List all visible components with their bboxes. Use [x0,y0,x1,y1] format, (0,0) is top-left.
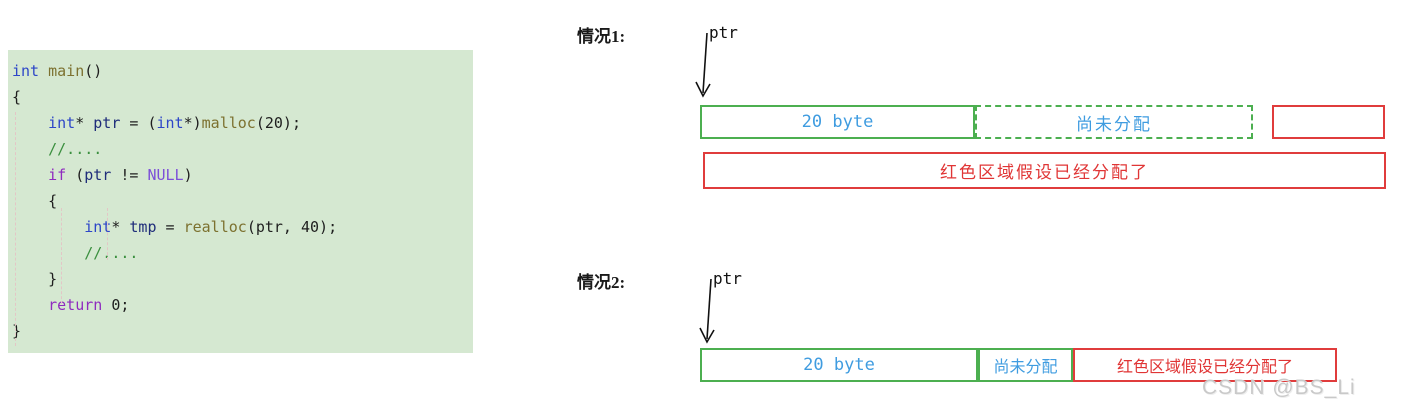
scenario1-down-arrow-icon [695,32,711,98]
unallocated-box-label: 尚未分配 [1076,114,1152,134]
code-line: return 0; [48,296,130,314]
scenario2-down-arrow-icon [699,278,715,344]
code-line: if (ptr != NULL) [48,166,193,184]
code-line: int* tmp = realloc(ptr, 40); [84,218,338,236]
allocated-box-label: 20 byte [801,112,874,132]
csdn-watermark: CSDN @BS_Li [1202,376,1356,399]
indent-guide [61,208,62,304]
code-line: //.... [12,244,139,262]
red-note-label: 红色区域假设已经分配了 [940,163,1149,182]
scenario2-title: 情况2: [577,273,626,292]
red-box-label: 红色区域假设已经分配了 [1116,359,1293,376]
code-block: int main() { int* ptr = (int*)malloc(20);… [8,50,473,353]
code-line: int main() [12,62,103,80]
scenario2-allocated-box: 20 byte [700,348,978,382]
unallocated-box-label: 尚未分配 [993,359,1058,376]
code-line: { [12,192,58,210]
code-line: } [12,322,22,340]
code-lines: int main() { int* ptr = (int*)malloc(20);… [12,58,469,344]
allocated-box-label: 20 byte [803,355,875,375]
code-line: } [12,270,58,288]
scenario1-red-note-box: 红色区域假设已经分配了 [703,152,1386,189]
scenario1-red-empty-box [1272,105,1385,139]
indent-guide [15,112,16,346]
indent-guide [107,208,108,260]
scenario1-ptr-label: ptr [709,23,738,42]
scenario1-title: 情况1: [577,27,626,46]
scenario2-unallocated-box: 尚未分配 [978,348,1073,382]
scenario2-red-box: 红色区域假设已经分配了 [1073,348,1337,382]
scenario2-ptr-label: ptr [713,269,742,288]
code-line: //.... [12,140,103,158]
scenario1-allocated-box: 20 byte [700,105,975,139]
code-line: { [12,88,22,106]
scenario1-unallocated-box: 尚未分配 [975,105,1253,139]
code-line: int* ptr = (int*)malloc(20); [48,114,301,132]
